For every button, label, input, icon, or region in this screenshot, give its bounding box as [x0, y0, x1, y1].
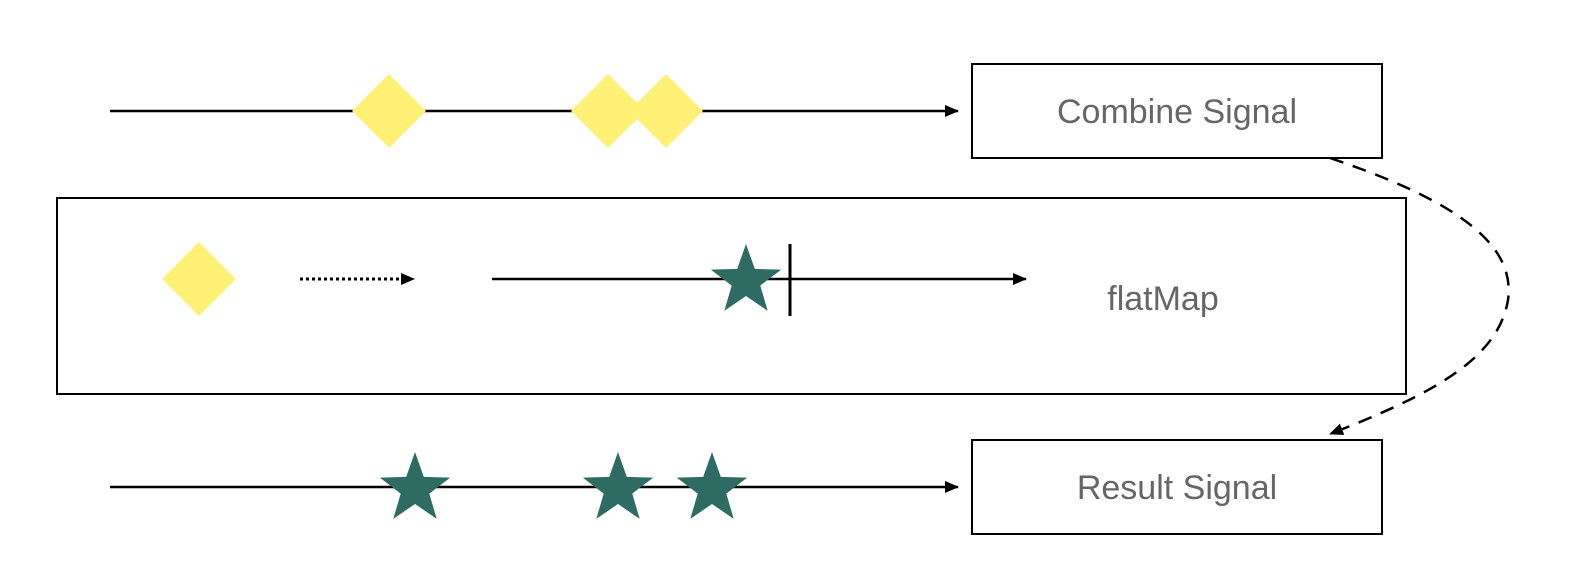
- flatmap-operator-box: flatMap: [56, 197, 1407, 395]
- star-icon: [710, 244, 782, 311]
- result-signal-timeline: [110, 452, 959, 519]
- combine-signal-timeline: [110, 74, 959, 148]
- result-signal-box: Result Signal: [971, 439, 1383, 535]
- diamond-icon: [352, 74, 426, 148]
- diamond-icon: [162, 242, 236, 316]
- dashed-curve-arrow: [1329, 156, 1510, 436]
- star-icon: [379, 452, 451, 519]
- diamond-icon: [571, 74, 645, 148]
- result-signal-label: Result Signal: [1077, 469, 1277, 507]
- combine-signal-label: Combine Signal: [1057, 93, 1297, 131]
- diamond-icon: [629, 74, 703, 148]
- star-icon: [676, 452, 748, 519]
- star-icon: [582, 452, 654, 519]
- combine-signal-box: Combine Signal: [971, 63, 1383, 159]
- flatmap-label: flatMap: [1107, 280, 1219, 318]
